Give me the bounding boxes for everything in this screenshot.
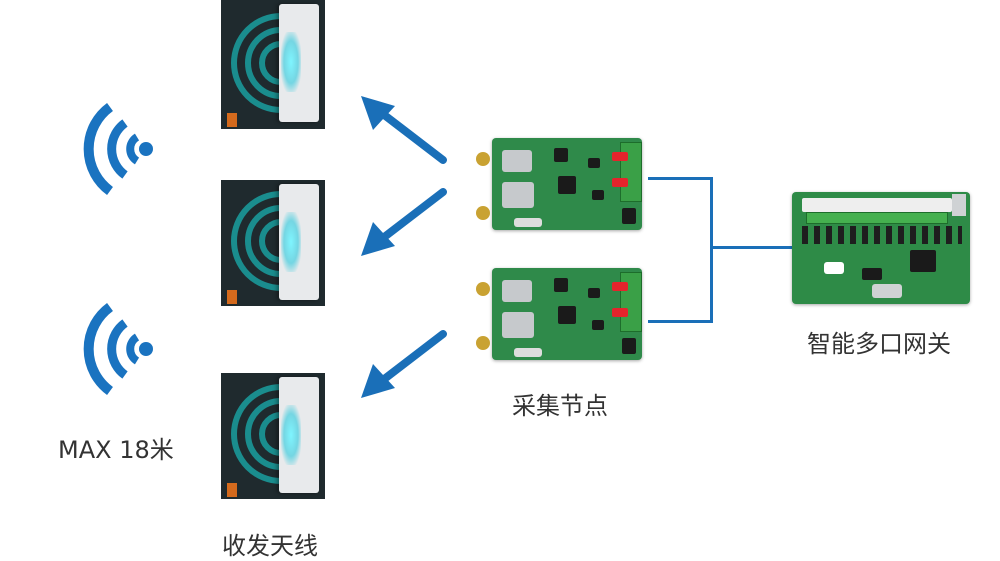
wifi-signal-icon [83,302,153,396]
range-label: MAX 18米 [58,436,174,464]
gateway-board [792,192,970,304]
connection-wire [710,246,792,249]
antenna-image [221,180,325,306]
antenna-label: 收发天线 [222,532,318,560]
gateway-label: 智能多口网关 [807,330,951,358]
connection-wire [648,320,712,323]
node-label: 采集节点 [512,392,608,420]
wifi-signal-icon [83,102,153,196]
antenna-image [221,373,325,499]
connection-wire [648,177,712,180]
collection-node-board [492,268,642,360]
antenna-image [221,0,325,129]
arrow-icon [361,330,447,398]
arrow-icon [361,96,447,164]
arrow-icon [361,188,447,256]
collection-node-board [492,138,642,230]
connection-wire [710,177,713,323]
